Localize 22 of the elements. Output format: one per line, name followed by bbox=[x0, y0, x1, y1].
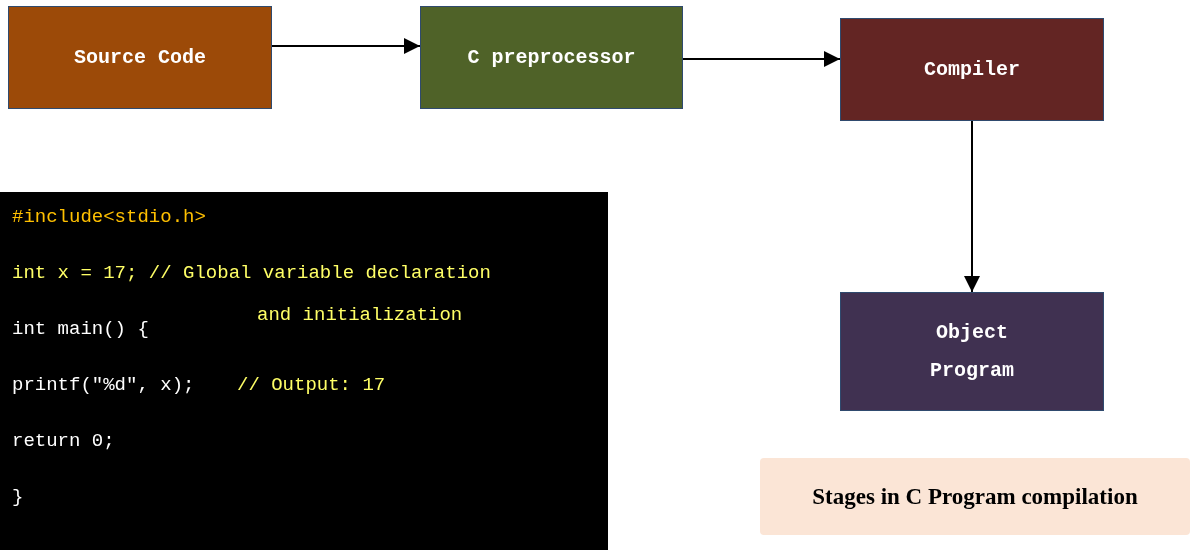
code-panel bbox=[0, 192, 608, 550]
arrow bbox=[271, 38, 421, 54]
code-line: int main() { bbox=[12, 318, 149, 340]
code-line: #include<stdio.h> bbox=[12, 206, 206, 228]
code-line: // Output: 17 bbox=[237, 374, 386, 396]
box-label: Source Code bbox=[74, 44, 206, 71]
process-box bbox=[420, 6, 683, 109]
arrow bbox=[964, 120, 980, 293]
code-line: int x = 17; // Global variable declaration bbox=[12, 262, 491, 284]
box-label: Object Program bbox=[929, 319, 1015, 384]
code-line: printf("%d", x); bbox=[12, 374, 195, 396]
caption-box bbox=[760, 458, 1190, 535]
process-box bbox=[8, 6, 272, 109]
code-line: return 0; bbox=[12, 430, 115, 452]
code-line: and initialization bbox=[257, 304, 463, 326]
process-box bbox=[840, 18, 1104, 121]
arrow bbox=[682, 51, 841, 67]
code-line: } bbox=[12, 486, 24, 508]
box-label: C preprocessor bbox=[467, 44, 636, 71]
process-box bbox=[840, 292, 1104, 411]
box-label: Compiler bbox=[924, 56, 1020, 83]
box-label: Stages in C Program compilation bbox=[812, 482, 1138, 511]
